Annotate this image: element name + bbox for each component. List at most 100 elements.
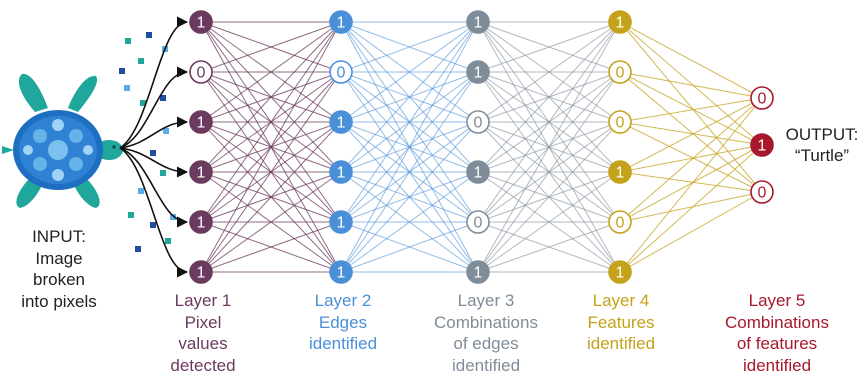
input-label: INPUT: Image broken into pixels bbox=[4, 226, 114, 312]
layer-1-caption: Layer 1 Pixel values detected bbox=[148, 290, 258, 376]
connection-line bbox=[200, 21, 342, 173]
connection-line bbox=[619, 97, 763, 173]
neuron-circle bbox=[189, 210, 213, 234]
neuron-node: 1 bbox=[608, 10, 632, 34]
layer-5-caption: Layer 5 Combinations of features identif… bbox=[702, 290, 852, 376]
neuron-circle bbox=[466, 160, 490, 184]
layer-4-caption: Layer 4 Features identified bbox=[561, 290, 681, 355]
layer-caption-line: Layer 5 bbox=[748, 291, 806, 310]
layer-caption-line: Combinations bbox=[434, 312, 538, 332]
neuron-circle bbox=[329, 10, 353, 34]
neuron-node: 1 bbox=[608, 260, 632, 284]
connection-line bbox=[340, 21, 479, 273]
connection-line bbox=[340, 171, 479, 273]
neuron-node: 0 bbox=[608, 110, 632, 134]
connection-line bbox=[477, 21, 621, 173]
neuron-circle bbox=[329, 160, 353, 184]
neuron-circle bbox=[750, 86, 774, 110]
neuron-circle bbox=[189, 10, 213, 34]
input-arrow bbox=[119, 147, 189, 228]
connection-line bbox=[619, 121, 763, 193]
connection-line bbox=[340, 21, 479, 73]
neuron-value: 0 bbox=[474, 115, 483, 132]
neuron-value: 0 bbox=[616, 115, 625, 132]
neuron-value: 0 bbox=[616, 65, 625, 82]
connection-line bbox=[340, 21, 479, 173]
input-arrow bbox=[119, 16, 189, 149]
connection-line bbox=[477, 221, 621, 273]
connection-line bbox=[619, 21, 763, 146]
layer-caption-line: values bbox=[178, 334, 228, 353]
connection-line bbox=[477, 171, 621, 273]
neuron-node: 1 bbox=[189, 10, 213, 34]
layer-caption-line: of features bbox=[736, 334, 818, 353]
layer-caption-line: Layer 3 bbox=[457, 291, 515, 310]
neuron-node: 0 bbox=[608, 210, 632, 234]
neuron-node: 1 bbox=[466, 260, 490, 284]
neuron-circle bbox=[608, 160, 632, 184]
connection-line bbox=[477, 21, 621, 73]
neuron-value: 1 bbox=[197, 165, 206, 182]
neuron-circle bbox=[189, 110, 213, 134]
input-label-line: Image bbox=[35, 248, 83, 268]
neuron-circle bbox=[466, 110, 490, 134]
turtle-image bbox=[2, 73, 123, 208]
neuron-value: 1 bbox=[197, 215, 206, 232]
connection-line bbox=[619, 144, 763, 223]
layer-caption-line: Combinations bbox=[725, 312, 829, 332]
neuron-node: 1 bbox=[189, 260, 213, 284]
connection-line bbox=[477, 21, 621, 273]
neuron-circle bbox=[329, 260, 353, 284]
connection-line bbox=[477, 71, 621, 273]
layer-caption-line: Layer 2 bbox=[314, 291, 372, 310]
neuron-value: 1 bbox=[474, 65, 483, 82]
connection-line bbox=[200, 71, 342, 273]
neuron-node: 0 bbox=[466, 210, 490, 234]
neuron-value: 1 bbox=[337, 215, 346, 232]
neuron-node: 0 bbox=[750, 86, 774, 110]
neuron-circle bbox=[329, 110, 353, 134]
neuron-value: 1 bbox=[758, 138, 767, 155]
neuron-node: 0 bbox=[189, 60, 213, 84]
neuron-node: 0 bbox=[329, 60, 353, 84]
connection-line bbox=[200, 21, 342, 123]
connection-line bbox=[200, 21, 342, 273]
connection-line bbox=[619, 191, 763, 273]
neuron-node: 1 bbox=[608, 160, 632, 184]
layer-caption-line: of edges bbox=[453, 334, 519, 353]
neuron-circle bbox=[466, 210, 490, 234]
neuron-node: 1 bbox=[466, 60, 490, 84]
neuron-circle bbox=[189, 60, 213, 84]
neuron-circle bbox=[189, 160, 213, 184]
neuron-node: 0 bbox=[608, 60, 632, 84]
layer-2-caption: Layer 2 Edges identified bbox=[288, 290, 398, 355]
connection-line bbox=[619, 97, 763, 123]
connection-line bbox=[340, 221, 479, 273]
layer-caption-line: Edges bbox=[318, 312, 368, 332]
neuron-value: 1 bbox=[616, 265, 625, 282]
neuron-value: 0 bbox=[758, 185, 767, 202]
neuron-circle bbox=[608, 110, 632, 134]
connection-line bbox=[340, 21, 479, 123]
neuron-node: 1 bbox=[466, 160, 490, 184]
input-arrow bbox=[119, 147, 189, 178]
neuron-circle bbox=[466, 60, 490, 84]
connection-line bbox=[200, 21, 342, 223]
neuron-value: 1 bbox=[197, 265, 206, 282]
connection-line bbox=[619, 97, 763, 273]
neuron-node: 1 bbox=[189, 110, 213, 134]
input-label-line: broken bbox=[33, 270, 85, 289]
layer-caption-line: detected bbox=[170, 355, 236, 375]
network-connections bbox=[200, 21, 763, 273]
neuron-value: 0 bbox=[474, 215, 483, 232]
neuron-circle bbox=[750, 180, 774, 204]
neuron-value: 1 bbox=[474, 165, 483, 182]
layer-caption-line: Layer 1 bbox=[174, 291, 232, 310]
connection-line bbox=[619, 71, 763, 99]
neuron-node: 1 bbox=[189, 160, 213, 184]
output-label: OUTPUT: “Turtle” bbox=[774, 124, 867, 166]
layer-caption-line: Pixel bbox=[184, 312, 222, 332]
neuron-value: 1 bbox=[197, 15, 206, 32]
